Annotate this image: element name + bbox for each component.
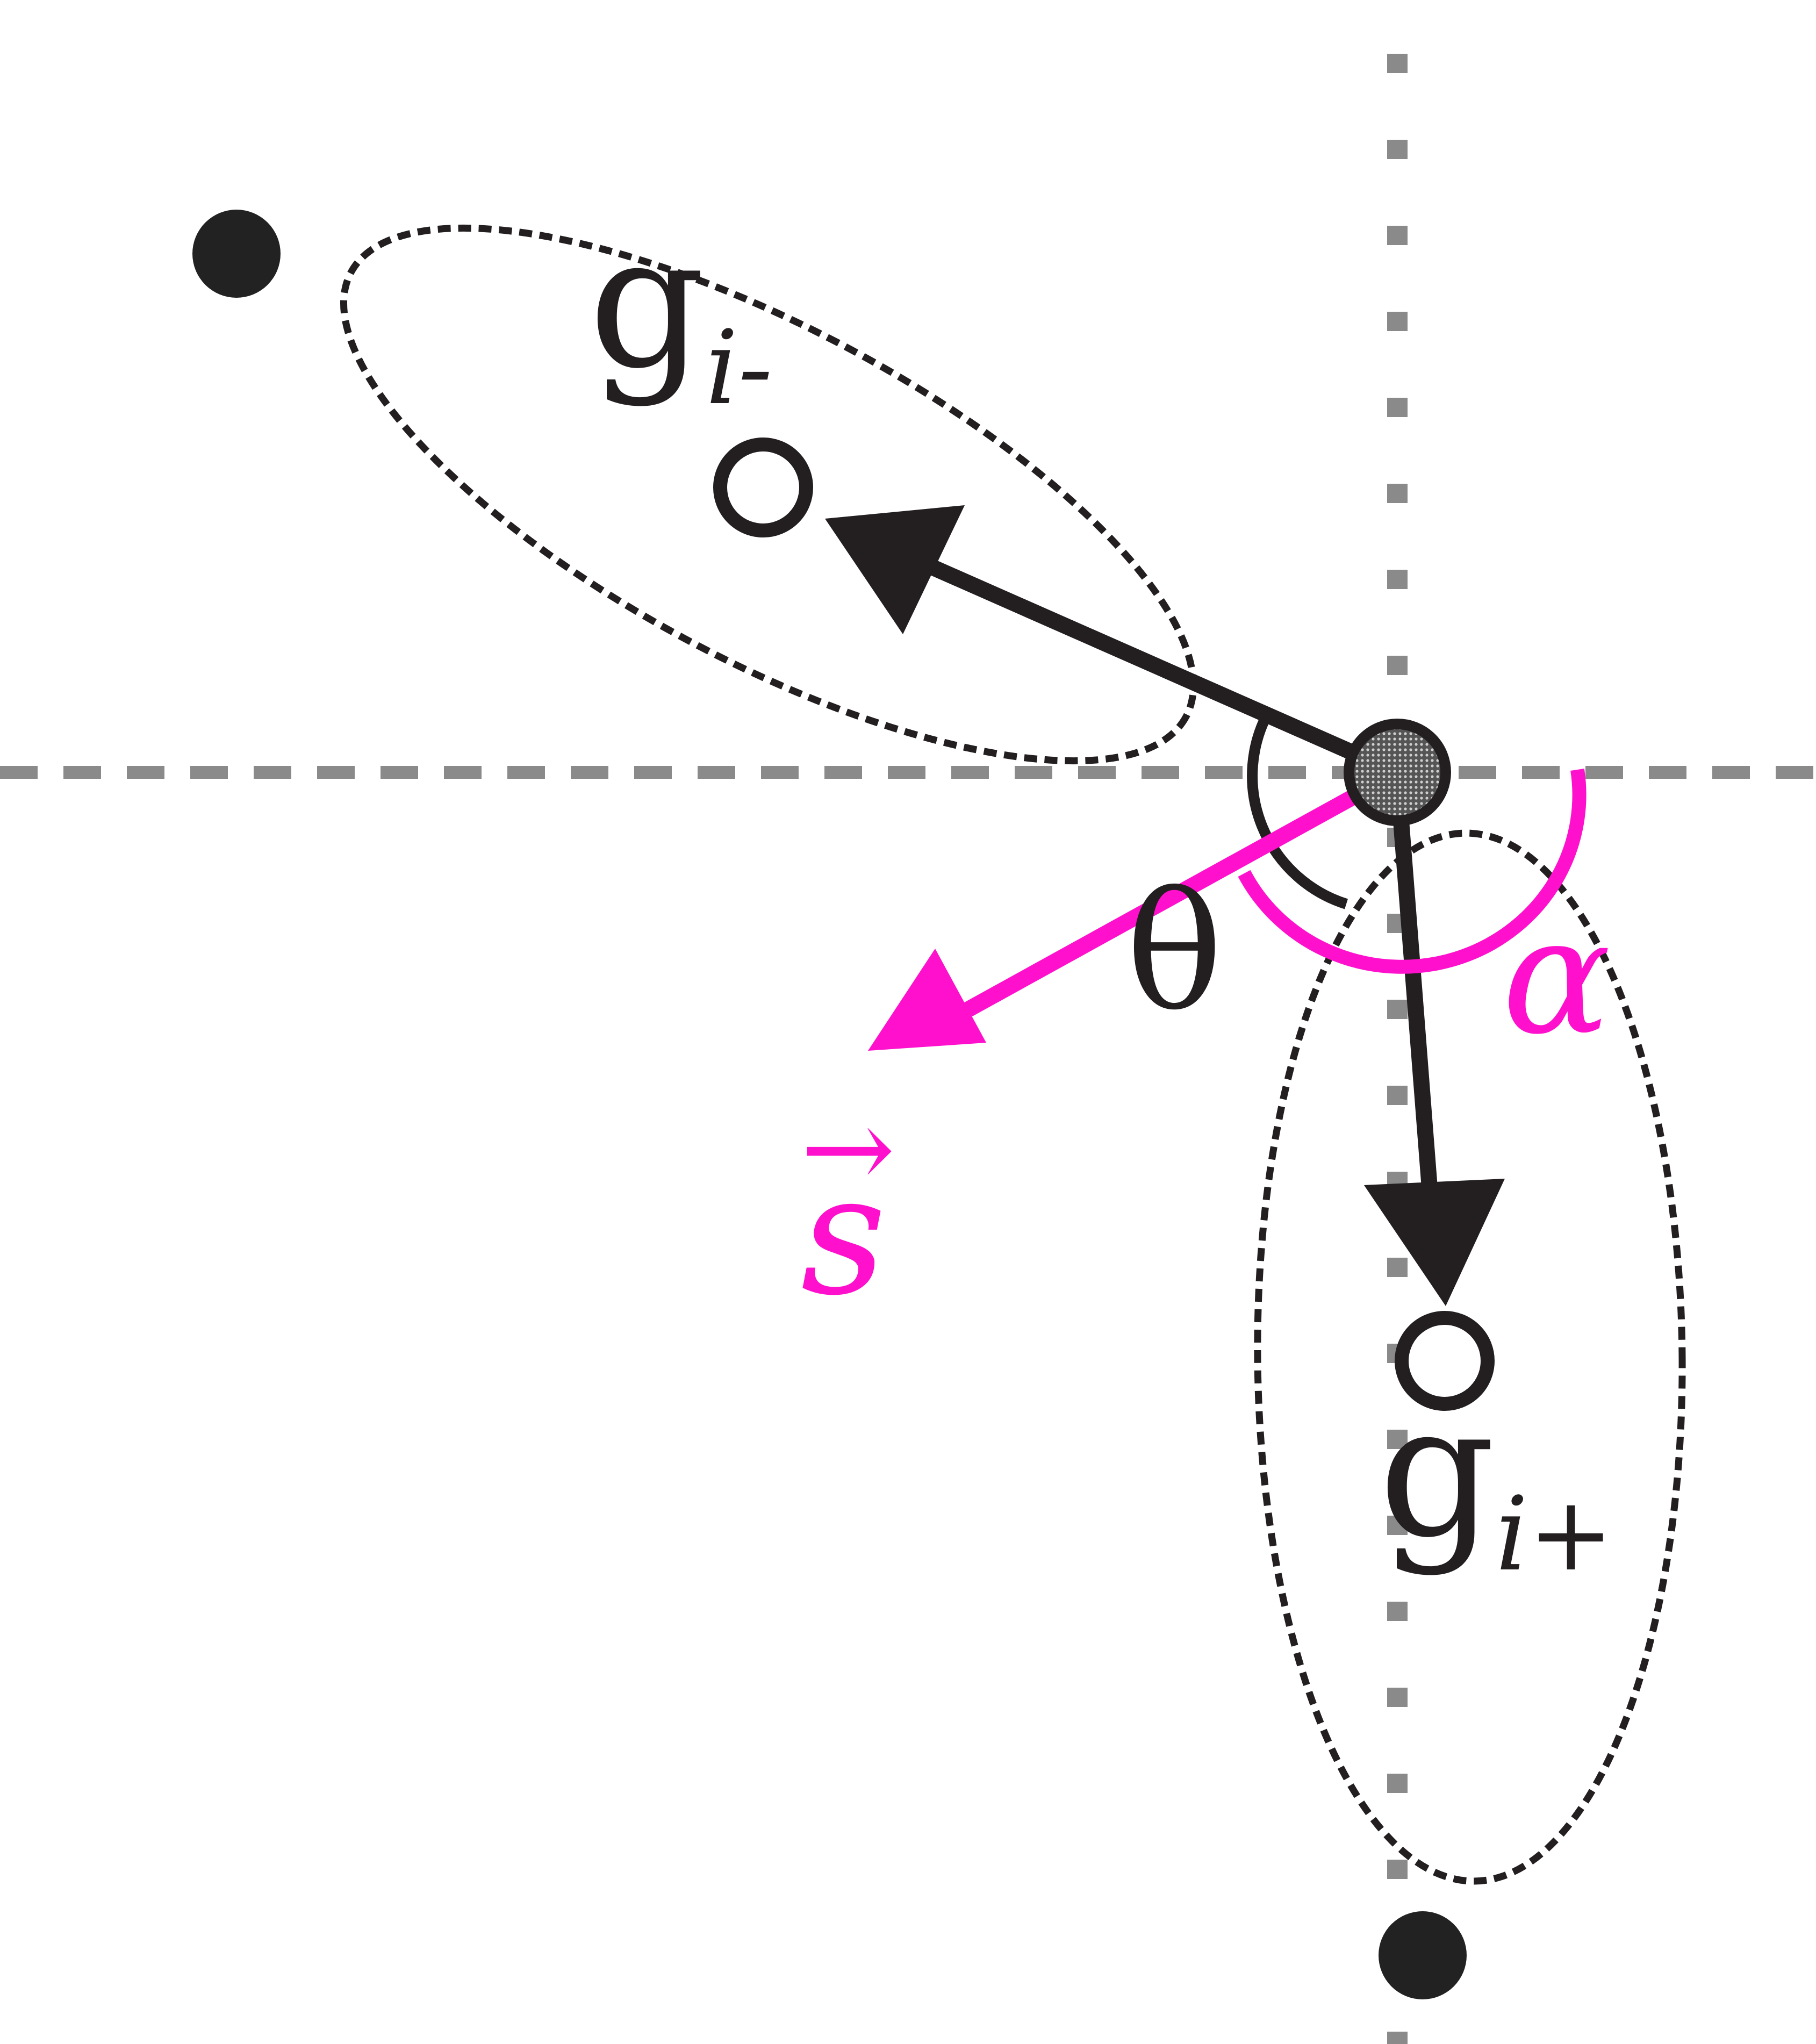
arrow-to-g-plus-head <box>1364 1179 1505 1306</box>
label-vector-arrow: → <box>801 1083 895 1215</box>
arrow-to-g-minus-head <box>825 505 965 634</box>
filled-point-bottom <box>1379 1911 1467 1999</box>
label-theta: θ <box>1126 858 1223 1046</box>
label-g-plus: gi+ <box>1379 1365 1614 1594</box>
label-g-plus-base: g <box>1379 1365 1496 1578</box>
cluster-ellipse-minus <box>340 224 1197 765</box>
hollow-point-g-minus <box>713 438 813 537</box>
label-g-plus-sub: i+ <box>1496 1475 1614 1594</box>
label-vector-s: s <box>801 1138 886 1332</box>
label-alpha: α <box>1502 883 1611 1070</box>
cluster-ellipse-plus <box>1254 829 1686 1885</box>
alpha-angle-arc <box>1238 769 1587 974</box>
label-g-minus: gi- <box>588 196 773 427</box>
label-g-minus-sub: i- <box>706 309 773 427</box>
vector-s-head <box>868 949 986 1051</box>
arrow-to-g-plus-shaft <box>1389 771 1438 1189</box>
center-point <box>1344 719 1451 826</box>
arrow-to-g-minus-shaft <box>910 551 1401 780</box>
label-g-minus-base: g <box>588 196 706 409</box>
hollow-point-g-plus <box>1395 1311 1495 1411</box>
vector-s-shaft <box>952 780 1375 1023</box>
filled-point-upper-left <box>192 210 281 298</box>
theta-angle-arc <box>1247 709 1348 909</box>
